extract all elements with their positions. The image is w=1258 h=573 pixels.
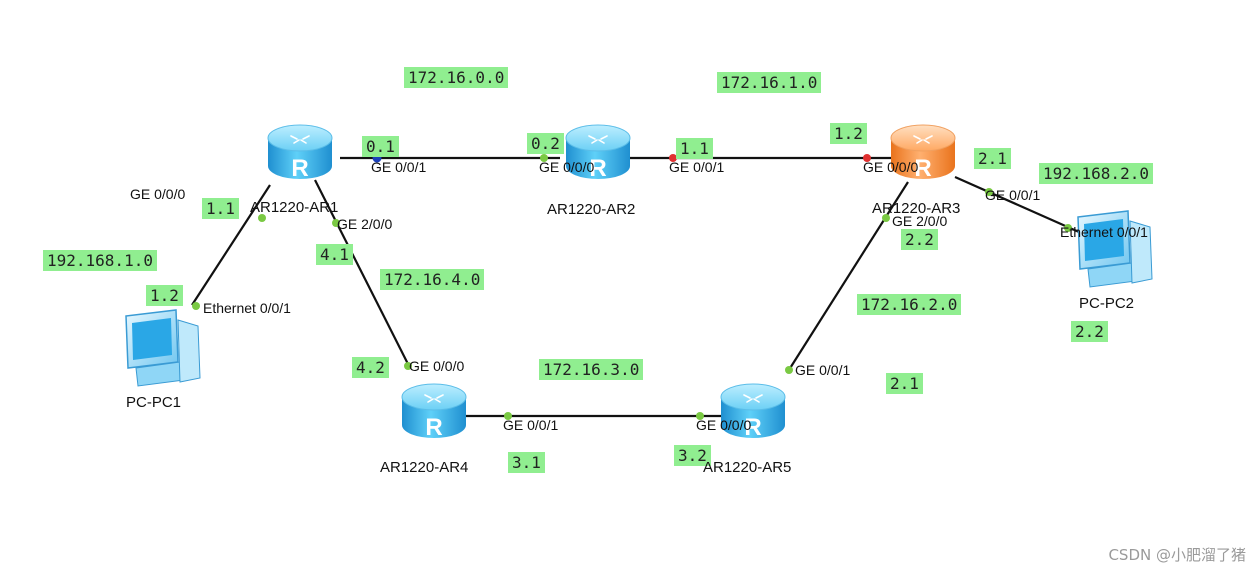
device-name-ar5: AR1220-AR5 xyxy=(703,459,792,476)
port-label: GE 0/0/0 xyxy=(130,186,186,202)
port-label: GE 0/0/0 xyxy=(539,159,595,175)
ip-label: 2.2 xyxy=(901,229,938,250)
svg-text:R: R xyxy=(744,414,761,441)
port-label: GE 0/0/1 xyxy=(371,159,427,175)
network-label: 172.16.2.0 xyxy=(857,294,962,315)
port-label: GE 0/0/0 xyxy=(696,417,752,433)
pc2-icon[interactable] xyxy=(1077,210,1153,288)
port-dots xyxy=(192,153,1072,420)
svg-text:R: R xyxy=(914,155,931,182)
router-ar5-icon[interactable]: R xyxy=(720,383,786,441)
port-dot xyxy=(258,214,266,222)
ip-label: 1.2 xyxy=(146,285,183,306)
port-dot xyxy=(785,366,793,374)
port-label: GE 0/0/1 xyxy=(669,159,725,175)
port-label: GE 0/0/1 xyxy=(985,187,1041,203)
link-ar1-ar4[interactable] xyxy=(314,179,411,369)
router-ar4-icon[interactable]: R xyxy=(401,383,467,441)
port-dot xyxy=(985,188,993,196)
svg-text:R: R xyxy=(589,155,606,182)
network-label: 172.16.0.0 xyxy=(404,67,509,88)
ip-label: 1.2 xyxy=(830,123,867,144)
port-dot xyxy=(540,154,548,162)
port-label: GE 0/0/0 xyxy=(409,358,465,374)
device-name-ar2: AR1220-AR2 xyxy=(547,201,636,218)
ip-label: 1.1 xyxy=(202,198,239,219)
port-dot xyxy=(192,302,200,310)
device-name-ar4: AR1220-AR4 xyxy=(380,459,469,476)
port-dot xyxy=(504,412,512,420)
port-dot xyxy=(404,362,412,370)
port-label: GE 2/0/0 xyxy=(337,216,393,232)
ip-label: 3.2 xyxy=(674,445,711,466)
svg-text:R: R xyxy=(291,155,308,182)
network-label: 192.168.1.0 xyxy=(43,250,157,271)
svg-text:R: R xyxy=(425,414,442,441)
port-label: GE 0/0/1 xyxy=(795,362,851,378)
port-dot xyxy=(882,214,890,222)
network-label: 172.16.3.0 xyxy=(539,359,644,380)
router-ar1-icon[interactable]: R xyxy=(267,124,333,182)
port-label: GE 2/0/0 xyxy=(892,213,948,229)
device-name-pc2: PC-PC2 xyxy=(1079,295,1135,312)
network-label: 172.16.4.0 xyxy=(380,269,485,290)
network-label: 192.168.2.0 xyxy=(1039,163,1153,184)
link-ar1-pc1[interactable] xyxy=(191,184,271,306)
ip-label: 0.1 xyxy=(362,136,399,157)
port-dot xyxy=(863,154,871,162)
pc1-icon[interactable] xyxy=(125,309,201,387)
port-dot xyxy=(696,412,704,420)
watermark: CSDN @小肥溜了猪 xyxy=(1108,546,1246,564)
router-ar2-icon[interactable]: R xyxy=(565,124,631,182)
port-dot xyxy=(669,154,677,162)
device-name-pc1: PC-PC1 xyxy=(126,394,182,411)
ip-label: 3.1 xyxy=(508,452,545,473)
port-label: GE 0/0/1 xyxy=(503,417,559,433)
ip-label: 4.2 xyxy=(352,357,389,378)
port-dot xyxy=(332,219,340,227)
ip-label: 2.1 xyxy=(886,373,923,394)
ip-label: 2.2 xyxy=(1071,321,1108,342)
link-ar3-ar5[interactable] xyxy=(786,181,909,374)
port-dot xyxy=(1064,224,1072,232)
port-label: Ethernet 0/0/1 xyxy=(203,300,291,316)
port-label: GE 0/0/0 xyxy=(863,159,919,175)
device-name-ar3: AR1220-AR3 xyxy=(872,200,961,217)
router-ar3-icon[interactable]: R xyxy=(890,124,956,182)
ip-label: 4.1 xyxy=(316,244,353,265)
ip-label: 1.1 xyxy=(676,138,713,159)
device-name-ar1: AR1220-AR1 xyxy=(250,199,339,216)
ip-label: 2.1 xyxy=(974,148,1011,169)
port-label: Ethernet 0/0/1 xyxy=(1060,224,1148,240)
ip-label: 0.2 xyxy=(527,133,564,154)
network-label: 172.16.1.0 xyxy=(717,72,822,93)
